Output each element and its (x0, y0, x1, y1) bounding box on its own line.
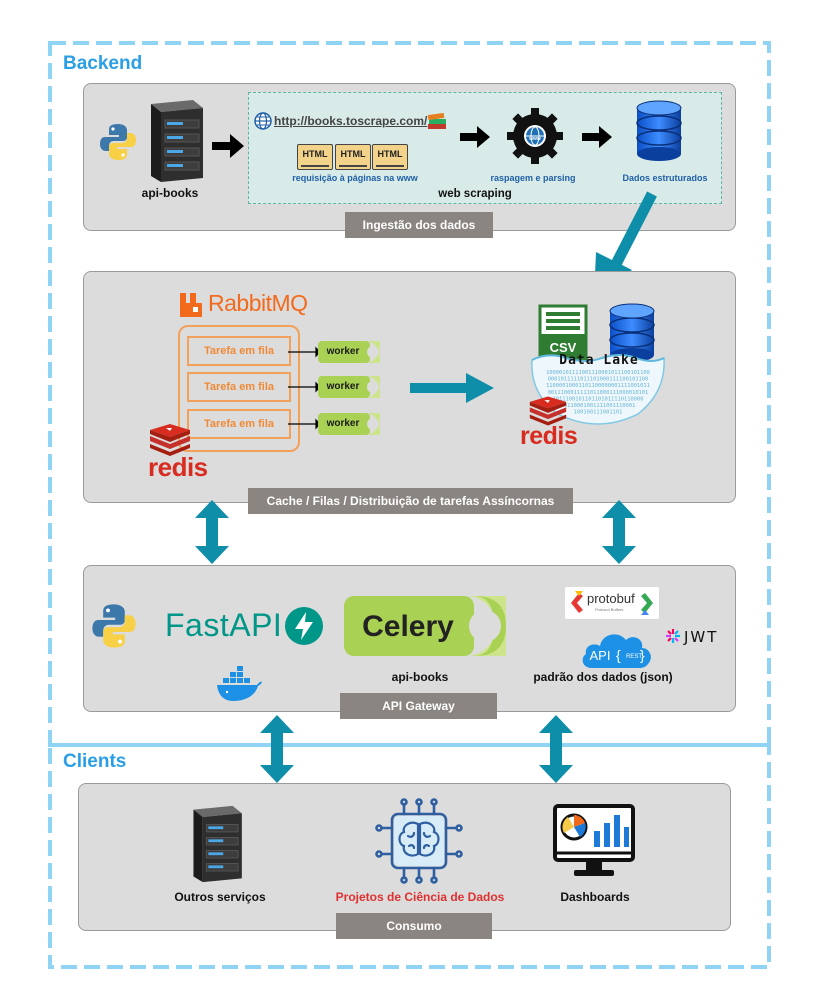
arrow-right-icon (460, 126, 490, 148)
html-page-icon-1: HTML (297, 144, 333, 170)
ingestion-tag: Ingestão dos dados (345, 212, 493, 238)
api-rest-cloud-icon: API { REST } (582, 634, 651, 668)
arrow-right-icon (212, 134, 244, 158)
structured-data-label: Dados estruturados (622, 173, 708, 183)
redis-cube-icon (150, 424, 190, 456)
python-icon (100, 124, 136, 160)
rabbitmq-icon (180, 293, 202, 317)
celery-text: Celery (362, 610, 454, 643)
dashboard-monitor-icon (553, 804, 635, 876)
www-text: www (528, 136, 541, 142)
dashboards-label: Dashboards (560, 890, 630, 904)
binary-line: 10110001001111001110001 (561, 403, 636, 409)
task-worker-connectors (288, 346, 320, 430)
worker-label: worker (326, 418, 360, 429)
double-arrow-left (195, 500, 229, 564)
redis-right-logo-text: redis (520, 422, 578, 450)
api-books-server-label: api-books (141, 186, 199, 200)
queue-tag: Cache / Filas / Distribuição de tarefas … (248, 488, 573, 514)
binary-line: 1011100101101101011110110000 (553, 396, 644, 402)
redis-cube-icon (529, 396, 567, 426)
worker-node-1: worker (318, 341, 380, 363)
worker-label: worker (326, 381, 360, 392)
protobuf-logo: protobuf Protocol Buffers (565, 587, 659, 619)
binary-line: 100100111001101 (574, 410, 623, 416)
brain-chip-icon (375, 798, 463, 884)
backend-zone-title: Backend (63, 53, 143, 74)
worker-node-2: worker (318, 376, 380, 398)
arrow-right-icon (582, 126, 612, 148)
database-icon (609, 303, 655, 362)
data-lake-icon: 1000010111100111000101110010110000010111… (531, 354, 665, 425)
books-icon (427, 112, 446, 129)
flow-arrow-right (410, 373, 494, 403)
binary-line: 0011100011111011000111000010101 (548, 390, 649, 396)
fastapi-logo-text: FastAPI (165, 607, 283, 643)
server-icon (151, 100, 203, 182)
queue-container (178, 325, 300, 452)
redis-left-logo-text: redis (148, 452, 208, 482)
fastapi-bolt-icon (285, 607, 323, 645)
gear-www-icon: www (507, 108, 563, 164)
consumption-tag: Consumo (336, 913, 492, 939)
api-text: API (590, 648, 611, 663)
api-books-gateway-label: api-books (391, 670, 449, 684)
html-page-icon-2: HTML (335, 144, 371, 170)
jwt-logo-text: JWT (684, 628, 719, 646)
binary-line: 0001011111011101000111100101100 (548, 377, 649, 383)
protobuf-text: protobuf (587, 591, 635, 606)
protobuf-subtext: Protocol Buffers (595, 607, 624, 612)
rest-badge-text: REST (626, 654, 642, 660)
double-arrow-right (539, 715, 573, 783)
svg-text:{: { (616, 647, 621, 663)
api-gateway-tag: API Gateway (340, 693, 497, 719)
source-url-link[interactable]: http://books.toscrape.com/ (274, 114, 428, 128)
scraping-label: raspagem e parsing (490, 173, 576, 183)
celery-logo: Celery (344, 596, 506, 656)
python-icon (92, 604, 136, 648)
database-icon (636, 100, 682, 161)
data-standard-label: padrão dos dados (json) (533, 670, 673, 684)
clients-zone-title: Clients (63, 751, 127, 772)
html-page-icon-3: HTML (372, 144, 408, 170)
data-lake-label: Data Lake (559, 353, 639, 368)
jwt-icon (666, 629, 680, 643)
globe-icon (254, 112, 272, 130)
data-science-projects-label: Projetos de Ciência de Dados (335, 890, 505, 904)
binary-line: 10000101111001110001011100101100 (546, 370, 650, 376)
double-arrow-right (602, 500, 636, 564)
docker-icon (217, 666, 262, 701)
double-arrow-left (260, 715, 294, 783)
web-scraping-label: web scraping (438, 188, 512, 200)
queued-task-2: Tarefa em fila (187, 372, 291, 402)
queued-task-1: Tarefa em fila (187, 336, 291, 366)
binary-line: 11000010001101100000001111001011 (546, 383, 650, 389)
csv-text: CSV (550, 340, 577, 355)
svg-text:}: } (640, 647, 645, 663)
worker-label: worker (326, 346, 360, 357)
request-label: requisição à páginas na www (292, 173, 418, 183)
queued-task-3: Tarefa em fila (187, 409, 291, 439)
other-services-label: Outros serviços (174, 890, 266, 904)
rabbitmq-logo-text: RabbitMQ (208, 290, 308, 316)
worker-node-3: worker (318, 413, 380, 435)
server-icon (193, 805, 242, 883)
